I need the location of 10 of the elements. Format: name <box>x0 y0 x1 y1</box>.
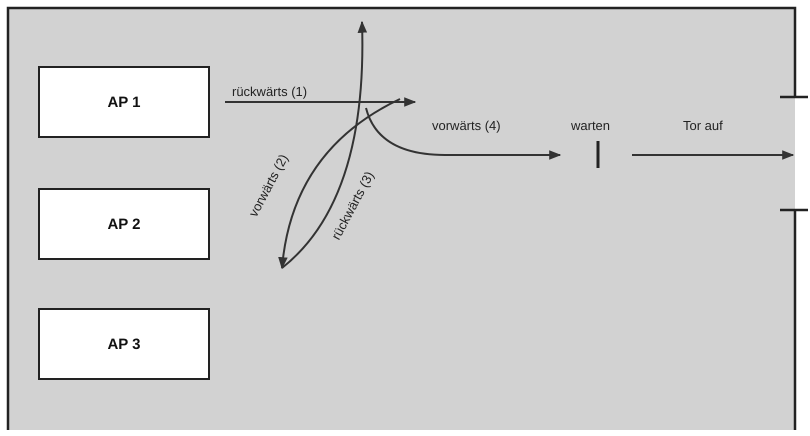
path-label: rückwärts (1) <box>232 84 308 99</box>
workstation-label: AP 3 <box>107 336 141 352</box>
workstation-box <box>38 66 210 138</box>
workstation-box <box>38 308 210 380</box>
workstation-box <box>38 188 210 260</box>
path-label: warten <box>571 118 610 133</box>
path-label: vorwärts (4) <box>432 118 501 133</box>
workstation-label: AP 1 <box>107 94 141 110</box>
path-label: Tor auf <box>683 118 723 133</box>
workstation-label: AP 2 <box>107 216 141 232</box>
